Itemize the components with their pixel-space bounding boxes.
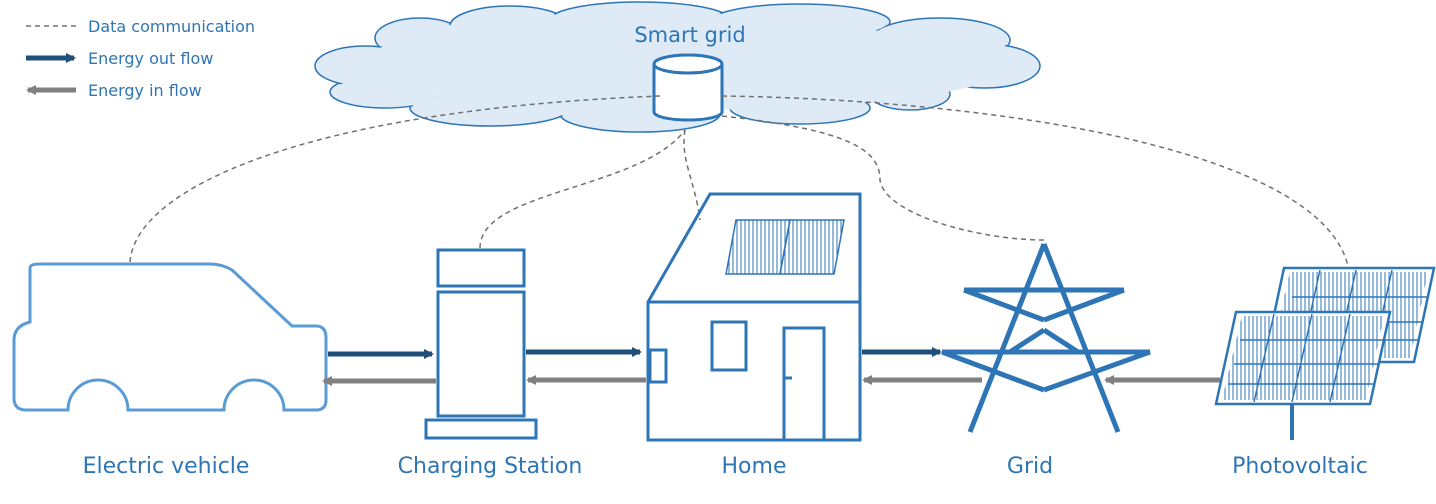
grid-tower-icon (941, 243, 1151, 433)
label-photovoltaic: Photovoltaic (1232, 454, 1368, 479)
energy-flow-arrows (322, 347, 1220, 386)
node-labels: Electric vehicle Charging Station Home G… (83, 454, 1368, 479)
legend-data-communication: Data communication (88, 17, 255, 36)
legend-energy-in: Energy in flow (88, 81, 202, 100)
label-charging-station: Charging Station (398, 454, 583, 479)
legend-energy-out: Energy out flow (88, 49, 213, 68)
data-communication-lines (129, 95, 1349, 267)
roof-solar-panels (725, 219, 845, 275)
electric-vehicle-icon (12, 262, 328, 412)
smart-grid-label: Smart grid (634, 23, 745, 47)
label-home: Home (722, 454, 787, 479)
label-electric-vehicle: Electric vehicle (83, 454, 250, 479)
home-icon (646, 192, 862, 442)
legend: Data communication Energy out flow Energ… (26, 17, 255, 100)
photovoltaic-icon (1214, 266, 1436, 440)
charging-station-icon (424, 248, 538, 440)
label-grid: Grid (1007, 454, 1053, 479)
database-icon (652, 53, 724, 122)
